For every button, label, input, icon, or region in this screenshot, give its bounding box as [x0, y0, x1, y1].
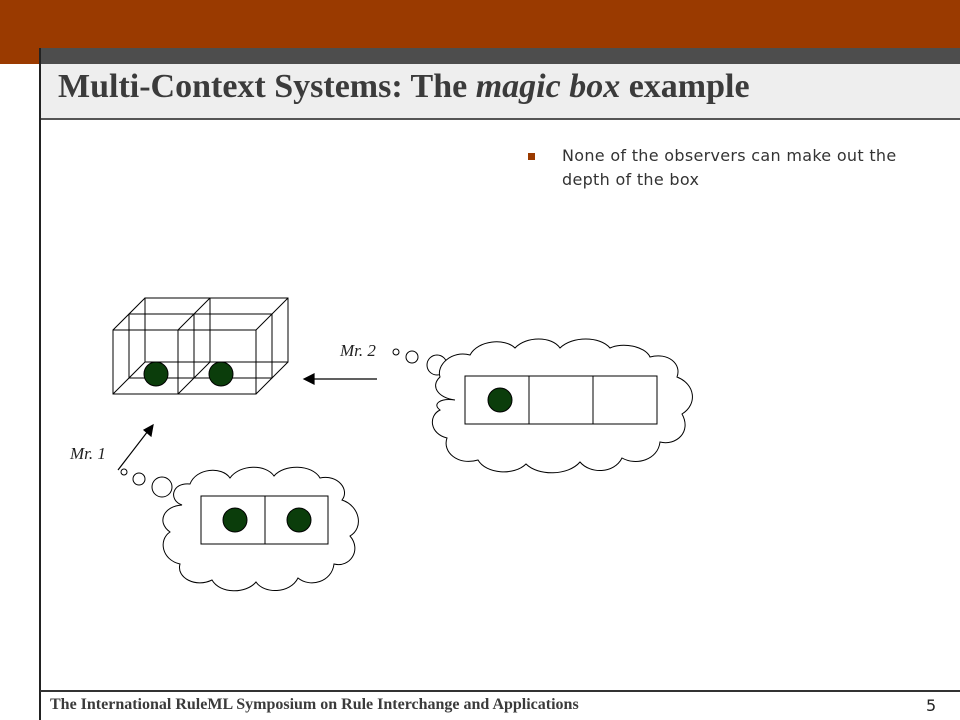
page-number: 5	[926, 696, 937, 715]
top-accent-tab	[0, 48, 40, 64]
arrow-mr1	[117, 423, 154, 471]
box-ball-left	[143, 361, 169, 387]
title-prefix: Multi-Context Systems: The	[58, 68, 476, 105]
left-rule	[39, 48, 41, 720]
title-suffix: example	[620, 68, 750, 105]
bullet-text: None of the observers can make out the d…	[562, 146, 897, 189]
thought-bubbles-mr2	[392, 348, 448, 376]
title-italic: magic box	[475, 68, 621, 105]
magic-box-diagram: Mr. 2 Mr. 1	[69, 297, 693, 592]
thought-cloud-mr2	[431, 338, 693, 474]
box-front-face	[112, 329, 257, 395]
header-gray-strip	[40, 48, 960, 64]
observer2-label: Mr. 2	[339, 341, 376, 360]
thought-cloud-mr1	[162, 466, 359, 592]
title-band	[40, 64, 960, 120]
view-mr1	[200, 495, 329, 545]
magic-box	[112, 297, 289, 395]
view-mr1-ball-left	[222, 507, 248, 533]
box-middle-face	[128, 313, 273, 379]
thought-bubbles-mr1	[120, 468, 173, 498]
arrow-mr2	[302, 373, 377, 385]
bullet-marker	[528, 153, 535, 160]
footer-rule	[40, 690, 960, 692]
observer1-label: Mr. 1	[69, 444, 106, 463]
top-accent-bar	[0, 0, 960, 48]
box-ball-right	[208, 361, 234, 387]
view-mr2	[464, 375, 658, 425]
view-mr1-ball-right	[286, 507, 312, 533]
footer-text: The International RuleML Symposium on Ru…	[50, 696, 579, 713]
slide-title: Multi-Context Systems: The magic box exa…	[58, 68, 750, 106]
view-mr2-ball	[487, 387, 513, 413]
